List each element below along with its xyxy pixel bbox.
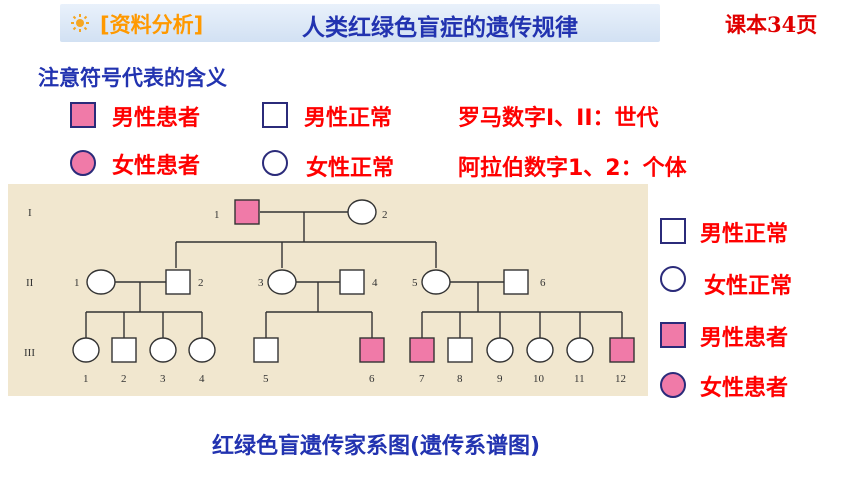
pedigree-gen3-male — [447, 337, 473, 363]
female-affected-symbol — [70, 150, 96, 176]
pedigree-chart: I II III — [8, 184, 648, 396]
banner-tag: [资料分析] — [100, 13, 204, 37]
pedigree-gen2-female — [267, 269, 297, 295]
pedigree-id: 9 — [497, 373, 503, 385]
legend-female-affected: 女性患者 — [112, 154, 201, 179]
pedigree-gen2-male — [503, 269, 529, 295]
pedigree-gen2-male — [165, 269, 191, 295]
pedigree-id: 3 — [160, 373, 166, 385]
pedigree-id: 4 — [372, 277, 378, 289]
female-normal-symbol — [262, 150, 288, 176]
pedigree-gen3-male-affected — [609, 337, 635, 363]
pedigree-gen2-female — [86, 269, 116, 295]
side-female-affected-symbol — [660, 372, 686, 398]
pedigree-gen3-female — [566, 337, 594, 363]
side-legend-male-normal: 男性正常 — [700, 222, 789, 247]
pedigree-id: 6 — [540, 277, 546, 289]
pedigree-gen1-female — [347, 199, 377, 225]
sun-bullet-icon — [71, 14, 89, 32]
pedigree-gen3-female — [188, 337, 216, 363]
pedigree-gen1-male-affected — [234, 199, 260, 225]
side-legend-female-normal: 女性正常 — [704, 274, 793, 299]
pedigree-gen2-male — [339, 269, 365, 295]
pedigree-id: 1 — [214, 209, 220, 221]
pedigree-gen3-female — [149, 337, 177, 363]
pedigree-id: 10 — [533, 373, 545, 385]
legend-roman-note: 罗马数字I、II：世代 — [458, 106, 659, 131]
generation-label-3: III — [24, 347, 35, 359]
pedigree-id: 7 — [419, 373, 425, 385]
side-male-affected-symbol — [660, 322, 686, 348]
pedigree-id: 8 — [457, 373, 463, 385]
side-female-normal-symbol — [660, 266, 686, 292]
pedigree-gen3-female — [486, 337, 514, 363]
legend-male-affected: 男性患者 — [112, 106, 201, 131]
pedigree-caption: 红绿色盲遗传家系图(遗传系谱图) — [212, 434, 541, 459]
pedigree-id: 1 — [74, 277, 80, 289]
pedigree-gen3-female — [526, 337, 554, 363]
side-legend-female-affected: 女性患者 — [700, 376, 789, 401]
pedigree-id: 5 — [412, 277, 418, 289]
title-banner: [资料分析] 人类红绿色盲症的遗传规律 — [60, 4, 660, 42]
pedigree-svg: I II III — [24, 199, 635, 385]
pedigree-gen3-male-affected — [359, 337, 385, 363]
banner-title: 人类红绿色盲症的遗传规律 — [302, 15, 578, 41]
pedigree-gen3-female — [72, 337, 100, 363]
legend-heading: 注意符号代表的含义 — [38, 66, 227, 90]
pedigree-gen3-male — [253, 337, 279, 363]
side-legend-male-affected: 男性患者 — [700, 326, 789, 351]
legend-female-normal: 女性正常 — [306, 156, 395, 181]
generation-label-1: I — [28, 207, 32, 219]
pedigree-id: 11 — [574, 373, 585, 385]
pedigree-gen2-female — [421, 269, 451, 295]
legend-arabic-note: 阿拉伯数字1、2：个体 — [458, 156, 687, 181]
pedigree-id: 6 — [369, 373, 375, 385]
pedigree-id: 3 — [258, 277, 264, 289]
generation-label-2: II — [26, 277, 34, 289]
side-male-normal-symbol — [660, 218, 686, 244]
pedigree-id: 12 — [615, 373, 626, 385]
pedigree-id: 2 — [121, 373, 127, 385]
pedigree-gen3-male-affected — [409, 337, 435, 363]
page-reference: 课本34页 — [725, 12, 818, 37]
male-affected-symbol — [70, 102, 96, 128]
pedigree-id: 2 — [198, 277, 204, 289]
legend-male-normal: 男性正常 — [304, 106, 393, 131]
pedigree-lines — [85, 211, 623, 338]
pedigree-gen3-male — [111, 337, 137, 363]
male-normal-symbol — [262, 102, 288, 128]
pedigree-id: 2 — [382, 209, 388, 221]
pedigree-id: 4 — [199, 373, 205, 385]
pedigree-id: 5 — [263, 373, 269, 385]
pedigree-id: 1 — [83, 373, 89, 385]
